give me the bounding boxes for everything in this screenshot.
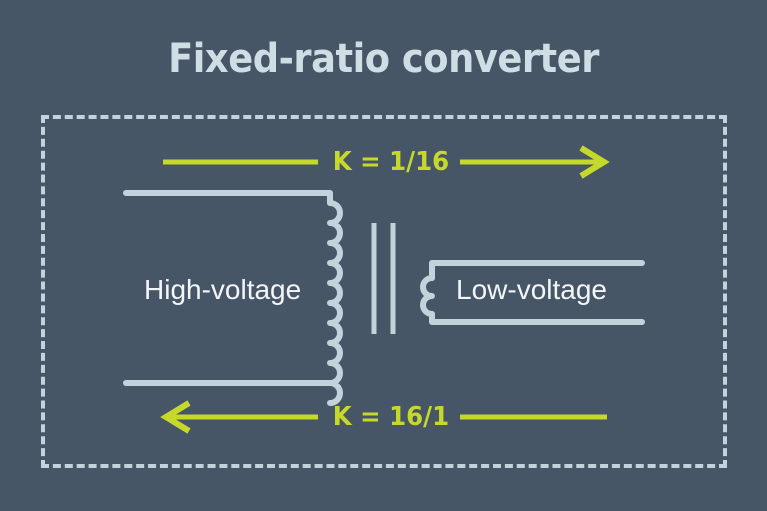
hv-top-lead: [123, 190, 333, 206]
transformer-core: [371, 223, 396, 334]
reverse-ratio-label: K = 16/1: [332, 402, 450, 432]
lv-top-lead: [429, 260, 645, 281]
forward-ratio-arrow: [163, 145, 610, 179]
lv-bottom-lead: [429, 311, 645, 325]
high-voltage-winding: [123, 190, 343, 406]
reverse-ratio-arrow: [160, 400, 607, 434]
lv-coil-turns: [420, 275, 435, 317]
forward-ratio-label: K = 1/16: [332, 147, 450, 177]
forward-arrowhead-icon: [579, 145, 610, 179]
hv-coil-turns: [327, 200, 343, 406]
high-voltage-label: High-voltage: [144, 274, 302, 305]
reverse-arrowhead-icon: [160, 400, 191, 434]
low-voltage-label: Low-voltage: [456, 274, 607, 305]
dashed-boundary-frame: [41, 115, 727, 468]
page-title: Fixed-ratio converter: [168, 36, 599, 82]
low-voltage-winding: [420, 260, 645, 325]
